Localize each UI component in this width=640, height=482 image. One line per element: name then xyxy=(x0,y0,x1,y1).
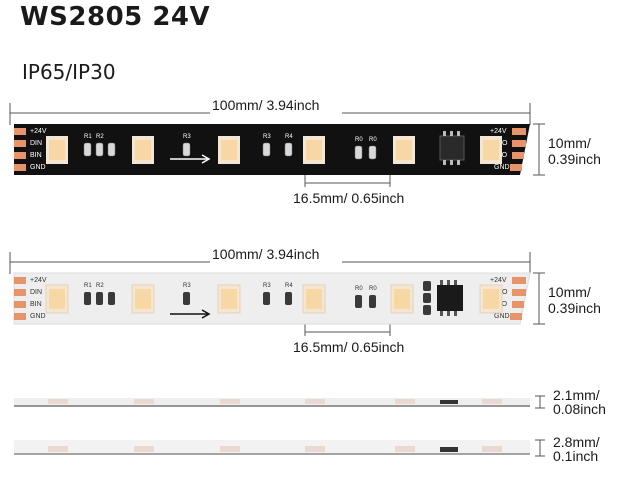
strip2-length-dimension xyxy=(9,252,531,274)
strip2-width-label-inch: 0.39inch xyxy=(548,300,601,316)
strip2-led xyxy=(479,284,503,314)
strip1-resistors xyxy=(83,142,377,160)
strip2-pitch-label: 16.5mm/ 0.65inch xyxy=(293,339,405,355)
strip1-leds xyxy=(46,136,502,164)
strip2-pad-right-3 xyxy=(512,301,524,308)
strip2-resistor-label: R1 xyxy=(84,283,92,289)
strip1-width-label-mm: 10mm/ xyxy=(548,135,591,151)
strip2-resistor-label: R2 xyxy=(96,283,104,289)
strip2-resistor-label: R4 xyxy=(285,283,293,289)
strip2-led xyxy=(45,284,69,314)
strip2-leds xyxy=(45,284,503,314)
strip2-pad-label-right-4: GND xyxy=(494,313,510,320)
strip1-pad-left-2 xyxy=(14,140,26,147)
strip1-resistor-label: R3 xyxy=(183,134,191,140)
profile2-thickness-mm: 2.8mm/ xyxy=(553,434,600,450)
profile1-thickness-mm: 2.1mm/ xyxy=(553,387,600,403)
strip2-width-label-mm: 10mm/ xyxy=(548,284,591,300)
strip2-led xyxy=(217,284,241,314)
strip1-direction-arrow-icon xyxy=(170,154,211,164)
strip1-pad-left-3 xyxy=(14,152,26,159)
rating-subtitle: IP65/IP30 xyxy=(22,60,116,84)
strip2-direction-arrow-icon xyxy=(170,309,211,319)
strip2-pad-left-1 xyxy=(14,277,26,284)
strip1-pad-left-1 xyxy=(14,128,26,135)
strip2-pad-left-4 xyxy=(14,313,26,320)
product-title: WS2805 24V xyxy=(20,2,211,32)
strip1-led xyxy=(303,136,325,164)
strip2-resistor-label: R0 xyxy=(369,286,377,292)
strip1-length-label: 100mm/ 3.94inch xyxy=(212,97,320,113)
strip2-pad-label-left-1: +24V xyxy=(30,277,47,284)
strip2-pad-right-4 xyxy=(510,313,522,320)
profile1-side-view xyxy=(14,398,530,407)
strip1-pad-right-2 xyxy=(512,140,526,147)
strip2-pad-left-3 xyxy=(14,301,26,308)
strip1-pad-right-4 xyxy=(510,164,522,171)
strip2-pad-left-2 xyxy=(14,289,26,296)
strip2-ic-chip xyxy=(437,280,463,316)
strip1-led xyxy=(480,136,502,164)
strip2-pad-label-right-1: +24V xyxy=(490,277,507,284)
profile2-thickness-dimension xyxy=(535,439,545,457)
strip2-resistor-label: R3 xyxy=(263,283,271,289)
strip2-resistors xyxy=(84,281,431,315)
strip1-pad-label-right-3: BO xyxy=(497,152,508,159)
strip2-resistor-label: R3 xyxy=(183,283,191,289)
strip1-pad-label-left-1: +24V xyxy=(30,128,47,135)
strip1-pad-label-left-3: BIN xyxy=(30,152,42,159)
strip1-led xyxy=(46,136,68,164)
strip1-led xyxy=(393,136,415,164)
strip2-length-label: 100mm/ 3.94inch xyxy=(212,246,320,262)
strip2-pad-label-left-4: GND xyxy=(30,313,46,320)
strip1-resistor-label: R0 xyxy=(369,137,377,143)
profile2-side-view xyxy=(14,440,530,455)
strip1-led xyxy=(218,136,240,164)
strip1-resistor-label: R2 xyxy=(96,134,104,140)
strip2-led xyxy=(131,284,155,314)
strip1-pad-label-left-2: DIN xyxy=(30,140,42,147)
strip2-led xyxy=(390,284,414,314)
strip1-resistor-label: R0 xyxy=(355,137,363,143)
strip1-pad-label-right-4: GND xyxy=(494,164,510,171)
strip1-pad-label-left-4: GND xyxy=(30,164,46,171)
strip1-pad-right-3 xyxy=(512,152,524,159)
strip2-pad-right-2 xyxy=(512,289,526,296)
strip2-width-dimension xyxy=(533,272,545,325)
strip1-pad-right-1 xyxy=(512,128,526,135)
strip2-resistor-label: R0 xyxy=(355,286,363,292)
strip1-led xyxy=(132,136,154,164)
strip1-pad-label-right-1: +24V xyxy=(490,128,507,135)
profile2-thickness-inch: 0.1inch xyxy=(553,448,599,464)
profile1-thickness-dimension xyxy=(535,395,545,409)
strip1-ic-chip xyxy=(439,131,465,165)
strip2-pad-label-right-2: DO xyxy=(497,289,508,296)
strip2-pad-right-1 xyxy=(512,277,526,284)
strip1-width-label-inch: 0.39inch xyxy=(548,151,601,167)
strip2-led xyxy=(302,284,326,314)
strip2-pad-label-left-3: BIN xyxy=(30,301,42,308)
strip1-length-dimension xyxy=(9,103,531,125)
strip1-pad-label-right-2: DO xyxy=(497,140,508,147)
strip2-pad-label-left-2: DIN xyxy=(30,289,42,296)
strip1-resistor-label: R3 xyxy=(263,134,271,140)
strip1-resistor-label: R4 xyxy=(285,134,293,140)
strip1-width-dimension xyxy=(533,123,545,176)
profile1-thickness-inch: 0.08inch xyxy=(553,401,606,417)
strip1-resistor-label: R1 xyxy=(84,134,92,140)
strip1-pitch-label: 16.5mm/ 0.65inch xyxy=(293,190,405,206)
strip1-pad-left-4 xyxy=(14,164,26,171)
